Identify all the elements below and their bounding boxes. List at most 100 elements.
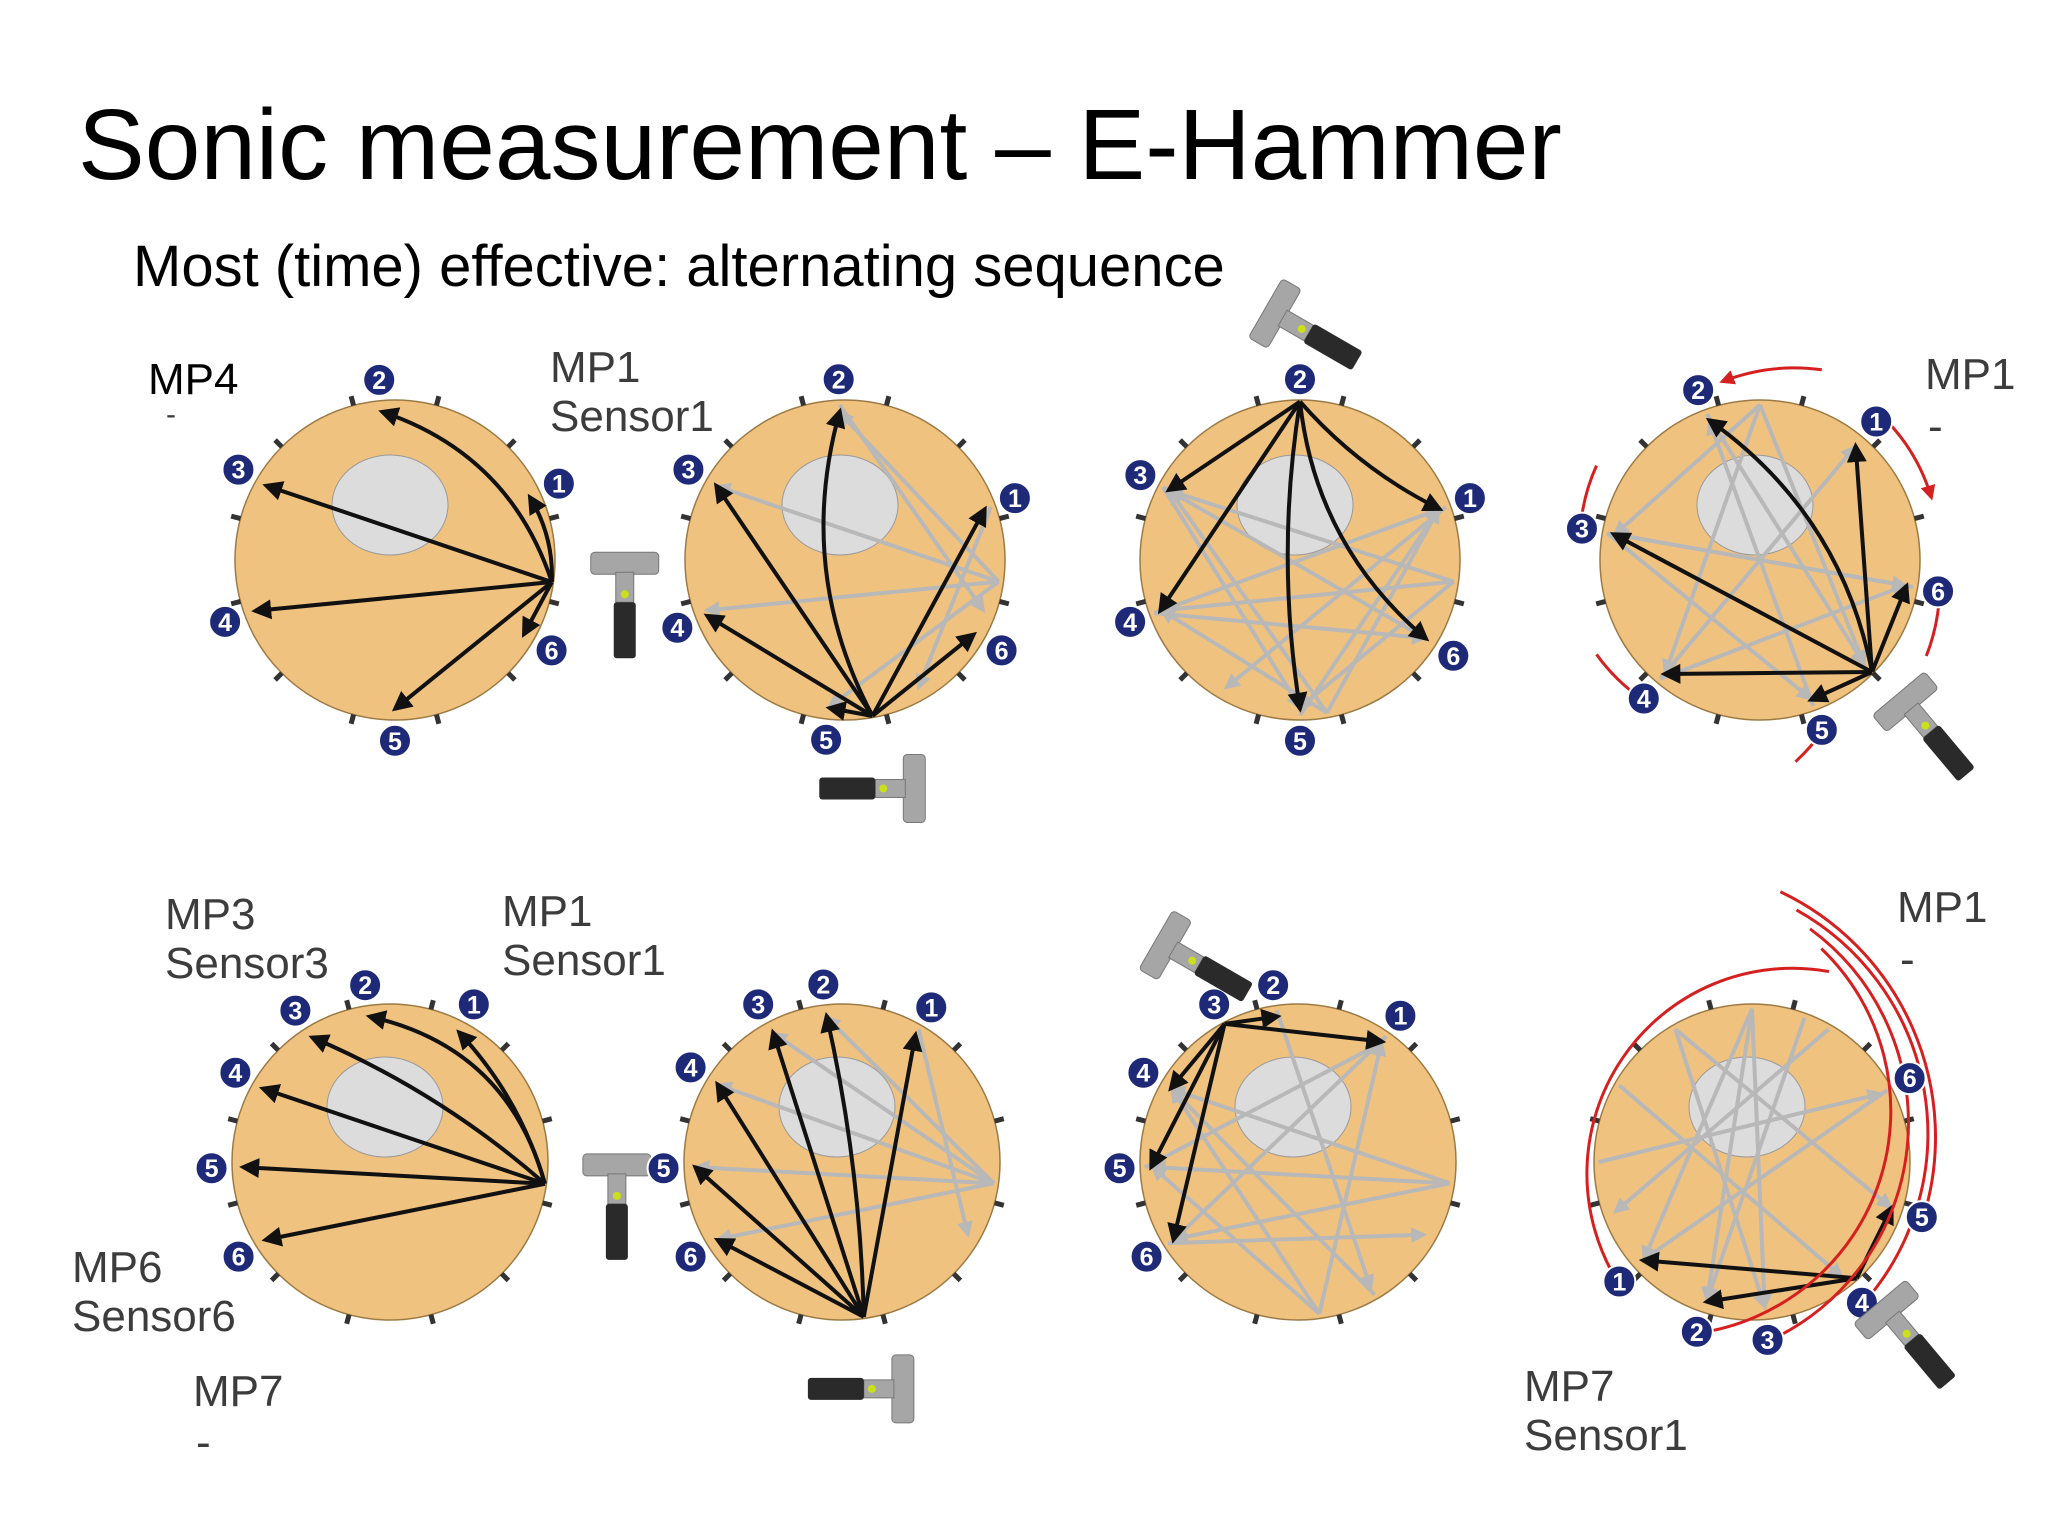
rim-tick <box>998 513 1010 522</box>
rim-tick <box>344 999 352 1011</box>
wave-path-arrow <box>521 581 554 638</box>
grey-path <box>1612 403 1762 537</box>
label-p8-mp1: MP1 <box>1897 883 1988 932</box>
sensor-marker-2: 2 <box>821 362 856 397</box>
wave-path-arrow <box>825 701 873 721</box>
wave-path-arrow <box>1165 399 1302 493</box>
hammer-icon <box>807 1354 915 1424</box>
grey-path <box>1170 1086 1322 1315</box>
sensor-marker-6: 6 <box>673 1239 708 1274</box>
disc <box>231 1003 549 1321</box>
wave-path-arrow <box>1854 1203 1894 1280</box>
rim-tick <box>1178 671 1189 682</box>
rim-tick <box>269 1041 281 1053</box>
grey-path <box>1605 531 1813 701</box>
rim-tick <box>273 671 284 682</box>
sensor-marker-2: 2 <box>348 968 383 1003</box>
rim-tick <box>993 1200 1005 1208</box>
sensor-move-arrow <box>1693 947 1893 1340</box>
sensor-marker-5: 5 <box>809 722 844 757</box>
rim-tick <box>1135 1200 1147 1208</box>
wave-path-arrow <box>365 1010 547 1185</box>
wave-path-arrow <box>1167 1023 1227 1244</box>
rim-tick <box>721 1271 733 1283</box>
rim-tick <box>679 1200 691 1208</box>
grey-path <box>1274 1009 1375 1291</box>
svg-text:4: 4 <box>1855 1290 1869 1318</box>
wave-path-arrow <box>820 1011 866 1317</box>
wave-path-arrow <box>1224 1008 1282 1029</box>
svg-text:2: 2 <box>1293 366 1307 394</box>
sensor-marker-1: 1 <box>1602 1264 1637 1299</box>
core-hole <box>781 454 899 556</box>
rim-tick <box>1595 598 1607 607</box>
svg-text:4: 4 <box>684 1054 698 1082</box>
grey-path <box>771 1031 995 1185</box>
sensor-marker-4: 4 <box>1113 604 1148 639</box>
rim-tick <box>680 513 692 522</box>
grey-path <box>1172 1035 1388 1242</box>
rim-tick <box>1706 999 1714 1011</box>
rim-tick <box>998 598 1010 607</box>
label-mp6: MP6 <box>72 1243 163 1292</box>
svg-text:3: 3 <box>1575 516 1589 544</box>
sensor-marker-3: 3 <box>1197 987 1232 1022</box>
sensor-move-arrow <box>1779 890 1937 1221</box>
wave-path-arrow <box>1638 1251 1857 1281</box>
label-mp4: MP4 <box>148 355 239 404</box>
svg-text:1: 1 <box>1612 1268 1626 1296</box>
rim-tick <box>721 1041 733 1053</box>
rim-tick <box>1178 438 1189 449</box>
grey-path <box>916 1028 973 1238</box>
wave-path-arrow <box>378 407 554 583</box>
rim-tick <box>951 1041 963 1053</box>
rim-tick <box>1336 999 1344 1011</box>
rim-tick <box>1913 598 1925 607</box>
label-mp4-dash: - <box>166 398 176 431</box>
svg-text:1: 1 <box>467 991 481 1019</box>
sensor-marker-1: 1 <box>1859 404 1894 439</box>
label-p5-sensor1: Sensor1 <box>502 936 666 985</box>
rim-tick <box>1407 1271 1419 1283</box>
grey-path <box>1617 1083 1844 1279</box>
rim-tick <box>433 713 442 725</box>
svg-text:6: 6 <box>1903 1065 1917 1093</box>
label-p1-sensor1: Sensor1 <box>550 392 714 441</box>
grey-path <box>1171 1181 1451 1245</box>
rim-tick <box>796 999 804 1011</box>
rim-tick <box>1790 999 1798 1011</box>
wave-path-arrow <box>251 580 553 620</box>
grey-path <box>1658 444 1857 681</box>
grey-path <box>1317 1039 1387 1315</box>
rim-tick <box>1253 395 1262 407</box>
svg-text:5: 5 <box>657 1155 671 1183</box>
svg-text:5: 5 <box>205 1155 219 1183</box>
grey-path <box>1161 485 1428 640</box>
wave-path-arrow <box>258 1084 546 1186</box>
sensor-marker-6: 6 <box>1921 574 1956 609</box>
svg-text:1: 1 <box>1869 408 1883 436</box>
grey-path <box>1298 506 1441 717</box>
rim-tick <box>541 1200 553 1208</box>
hammer-icon <box>1873 672 1974 781</box>
svg-text:6: 6 <box>1446 643 1460 671</box>
svg-text:5: 5 <box>1113 1155 1127 1183</box>
rim-tick <box>680 598 692 607</box>
slide-subtitle: Most (time) effective: alternating seque… <box>133 234 1225 299</box>
rim-tick <box>1798 395 1807 407</box>
wave-path-arrow <box>871 631 977 718</box>
sensor-marker-6: 6 <box>1892 1061 1927 1096</box>
svg-text:2: 2 <box>1690 1319 1704 1347</box>
wave-path-arrow <box>1157 400 1302 615</box>
sensor-move-arrow <box>1764 927 1910 1344</box>
grey-path <box>1611 528 1914 589</box>
grey-path <box>715 1081 995 1186</box>
disc <box>234 399 556 721</box>
rim-tick <box>956 438 967 449</box>
sensor-marker-3: 3 <box>221 452 256 487</box>
sensor-marker-1: 1 <box>914 990 949 1025</box>
sensor-marker-5: 5 <box>646 1151 681 1186</box>
label-mp7-dash: - <box>196 1418 211 1467</box>
grey-path <box>1167 1227 1428 1246</box>
